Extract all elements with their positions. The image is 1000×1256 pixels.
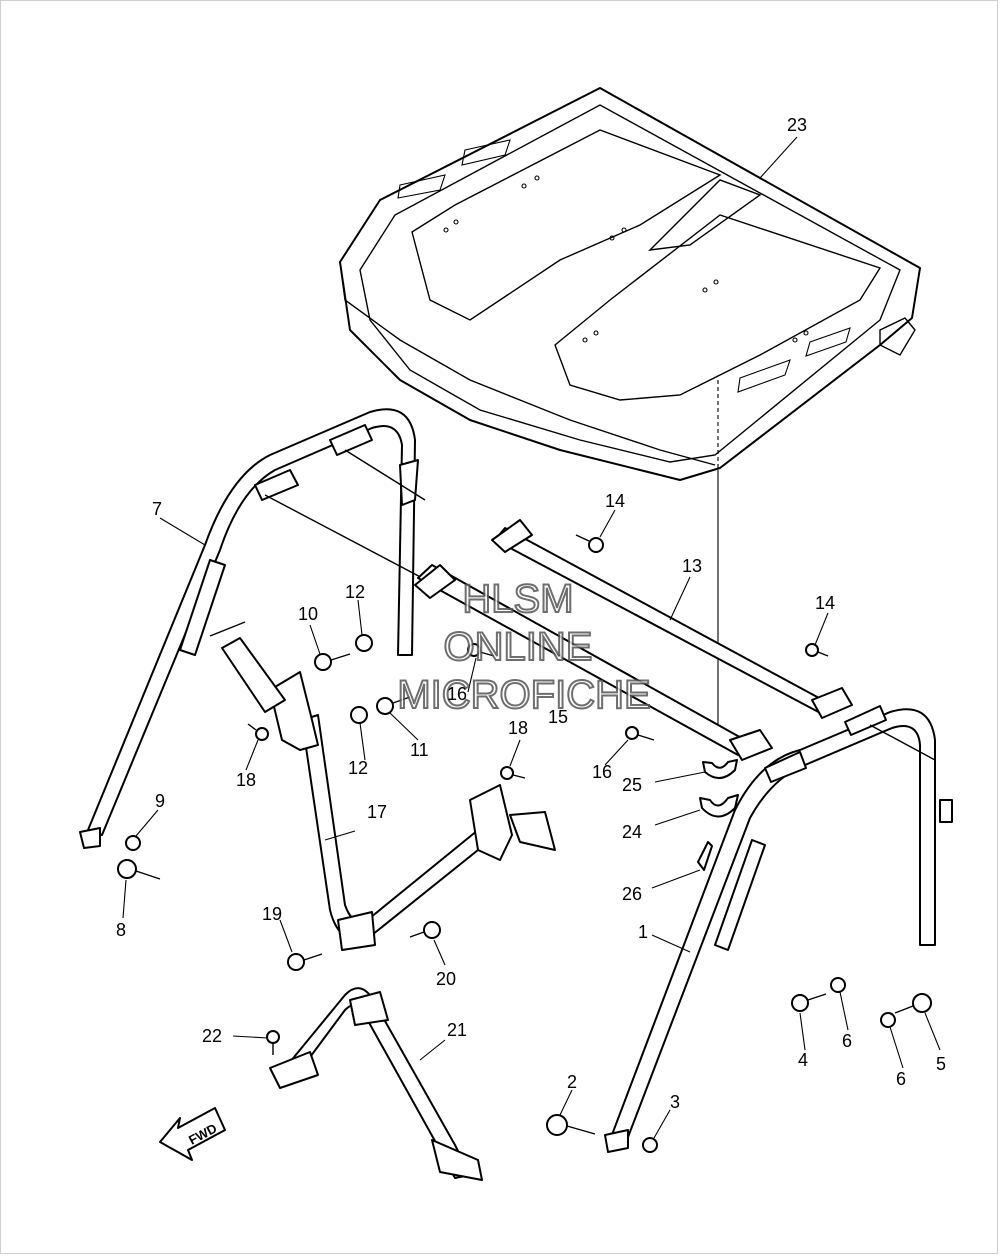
- callout-9: 9: [155, 791, 165, 811]
- callout-2: 2: [567, 1072, 577, 1092]
- callout-16a: 16: [447, 684, 467, 704]
- callout-25: 25: [622, 775, 642, 795]
- leader-lines: [122, 136, 941, 1139]
- upper-cross-bar: [491, 519, 853, 719]
- lower-brace: [269, 987, 483, 1181]
- bolt-10: [314, 653, 351, 671]
- callout-20: 20: [436, 969, 456, 989]
- callout-19: 19: [262, 904, 282, 924]
- callout-labels: 23 7 14 13 12 14 10 16 15 18 11 16 18 12…: [116, 115, 946, 1112]
- center-brace: [269, 671, 556, 951]
- bolt-19: [287, 953, 323, 971]
- callout-15: 15: [548, 707, 568, 727]
- bolt-22: [266, 1030, 280, 1055]
- callout-17: 17: [367, 802, 387, 822]
- callout-6a: 6: [842, 1031, 852, 1051]
- bolt-4: [791, 993, 827, 1012]
- bolt-14a: [575, 534, 604, 553]
- callout-12a: 12: [345, 582, 365, 602]
- callout-12b: 12: [348, 758, 368, 778]
- bolt-16b: [625, 726, 655, 741]
- callout-6b: 6: [896, 1069, 906, 1089]
- callout-21: 21: [447, 1020, 467, 1040]
- callout-8: 8: [116, 920, 126, 940]
- screw-26: [697, 841, 713, 871]
- nut-3: [642, 1137, 658, 1153]
- bolt-18a: [247, 723, 269, 741]
- bolt-11: [376, 696, 411, 715]
- cross-bar: [414, 564, 773, 761]
- callout-4: 4: [798, 1050, 808, 1070]
- callout-22: 22: [202, 1026, 222, 1046]
- callout-5: 5: [936, 1054, 946, 1074]
- washer-9: [125, 835, 141, 851]
- watermark-line-3: MICROFICHE: [397, 673, 650, 717]
- callout-16b: 16: [592, 762, 612, 782]
- callout-14b: 14: [815, 593, 835, 613]
- callout-13: 13: [682, 556, 702, 576]
- callout-1: 1: [638, 922, 648, 942]
- right-roll-bar: [604, 705, 953, 1153]
- callout-10: 10: [298, 604, 318, 624]
- callout-3: 3: [670, 1092, 680, 1112]
- watermark-line-1: HLSM: [462, 577, 573, 621]
- bolt-2: [546, 1114, 596, 1136]
- watermark-line-2: ONLINE: [444, 625, 593, 669]
- callout-26: 26: [622, 884, 642, 904]
- callout-18b: 18: [508, 718, 528, 738]
- bolt-20: [409, 921, 441, 939]
- callout-11: 11: [410, 740, 429, 760]
- bolt-8: [117, 859, 161, 880]
- bolt-16a: [467, 643, 495, 657]
- left-bracket: [209, 621, 286, 713]
- fasteners: [117, 534, 932, 1153]
- clamp-24: [699, 794, 739, 818]
- callout-24: 24: [622, 822, 642, 842]
- bolt-14b: [805, 643, 829, 657]
- callout-23: 23: [787, 115, 807, 135]
- watermark: HLSM ONLINE MICROFICHE: [396, 576, 651, 718]
- washer-6b: [880, 1012, 896, 1028]
- clamp-25: [702, 759, 738, 779]
- bolt-18b: [500, 766, 526, 780]
- bolt-5: [894, 993, 932, 1014]
- washer-12a: [355, 634, 373, 652]
- forward-direction-arrow: FWD: [159, 1107, 226, 1161]
- callout-7: 7: [152, 499, 162, 519]
- roof-panel: [339, 87, 921, 740]
- callout-18a: 18: [236, 770, 256, 790]
- callout-14a: 14: [605, 491, 625, 511]
- washer-6a: [830, 977, 846, 993]
- washer-12b: [350, 706, 368, 724]
